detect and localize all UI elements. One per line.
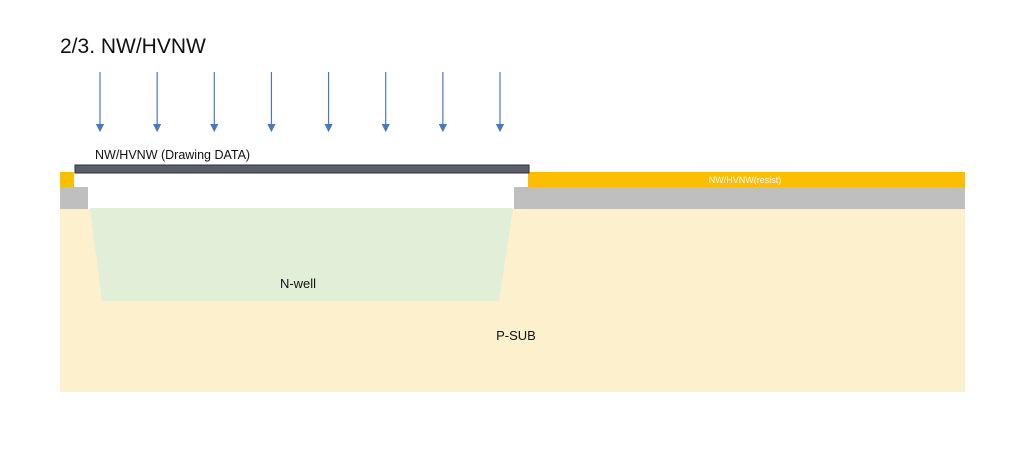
resist-label: NW/HVNW(resist) bbox=[709, 175, 782, 185]
slide-title: 2/3. NW/HVNW bbox=[60, 35, 206, 58]
implant-arrows bbox=[95, 72, 505, 133]
resist-opening bbox=[88, 172, 514, 209]
resist-left bbox=[60, 172, 74, 187]
psub-label: P-SUB bbox=[496, 328, 536, 343]
mask-label: NW/HVNW (Drawing DATA) bbox=[95, 148, 250, 162]
oxide-left bbox=[60, 187, 90, 209]
mask-bar bbox=[74, 164, 530, 174]
n-well-region bbox=[90, 208, 513, 301]
resist-right bbox=[528, 172, 965, 187]
oxide-right bbox=[513, 187, 965, 209]
nwell-label: N-well bbox=[280, 276, 316, 291]
